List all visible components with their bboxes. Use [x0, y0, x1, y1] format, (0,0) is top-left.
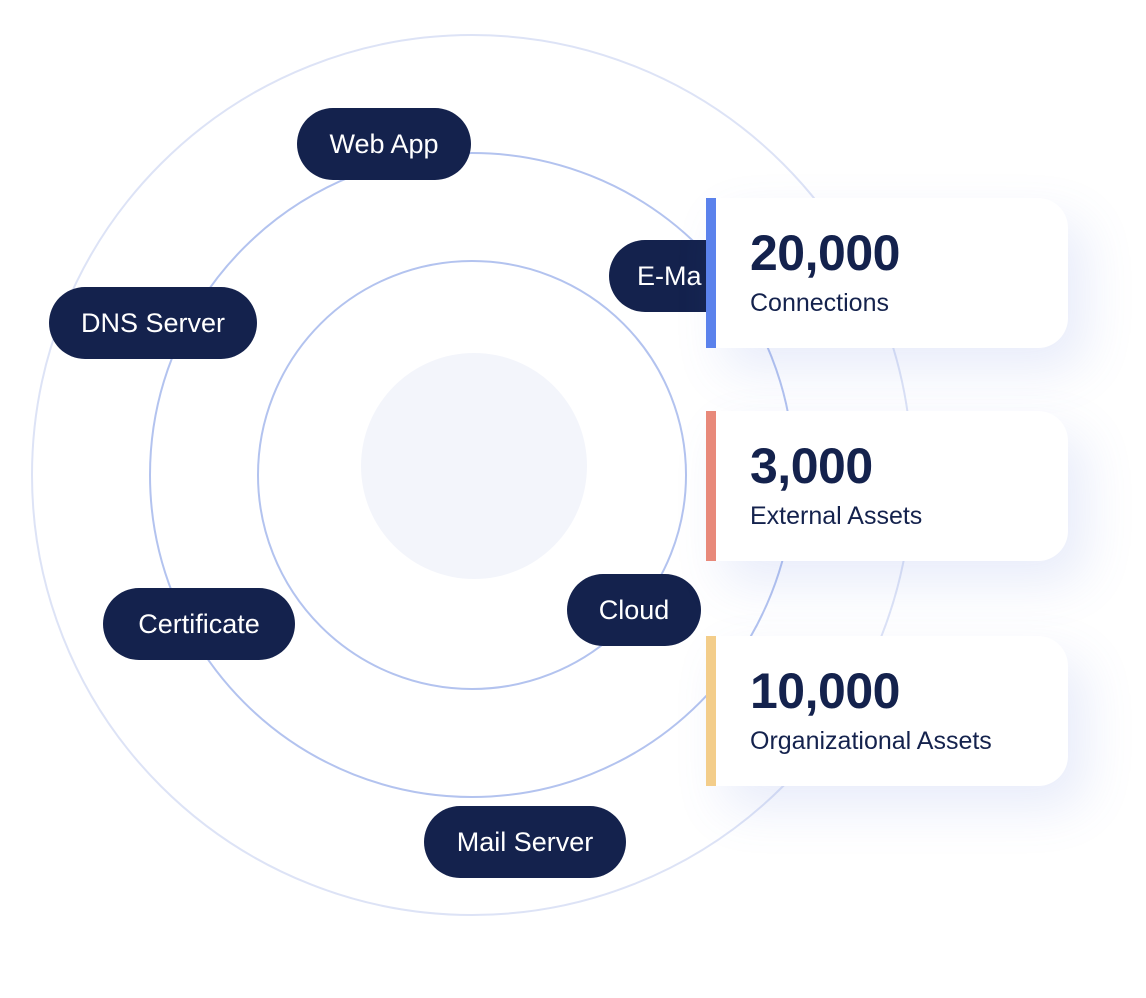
stat-value: 3,000 [750, 438, 873, 494]
node-mail-server: Mail Server [424, 806, 626, 878]
node-cloud: Cloud [567, 574, 701, 646]
stat-value: 10,000 [750, 663, 900, 719]
node-dns-server: DNS Server [49, 287, 257, 359]
stat-accent-bar [706, 411, 716, 561]
stat-label: External Assets [750, 502, 923, 530]
stat-card-external-assets: 3,000 External Assets [706, 411, 1068, 561]
stat-label: Organizational Assets [750, 727, 992, 755]
stat-card-organizational-assets: 10,000 Organizational Assets [706, 636, 1068, 786]
node-web-app: Web App [297, 108, 471, 180]
stat-accent-bar [706, 636, 716, 786]
node-certificate: Certificate [103, 588, 295, 660]
node-email: E-Ma [609, 240, 719, 312]
stat-accent-bar [706, 198, 716, 348]
stats-panel: 20,000 Connections 3,000 External Assets… [706, 0, 1146, 998]
stat-value: 20,000 [750, 225, 900, 281]
stat-label: Connections [750, 289, 889, 317]
core-circle [361, 353, 587, 579]
inner-ring [257, 260, 687, 690]
stat-card-connections: 20,000 Connections [706, 198, 1068, 348]
